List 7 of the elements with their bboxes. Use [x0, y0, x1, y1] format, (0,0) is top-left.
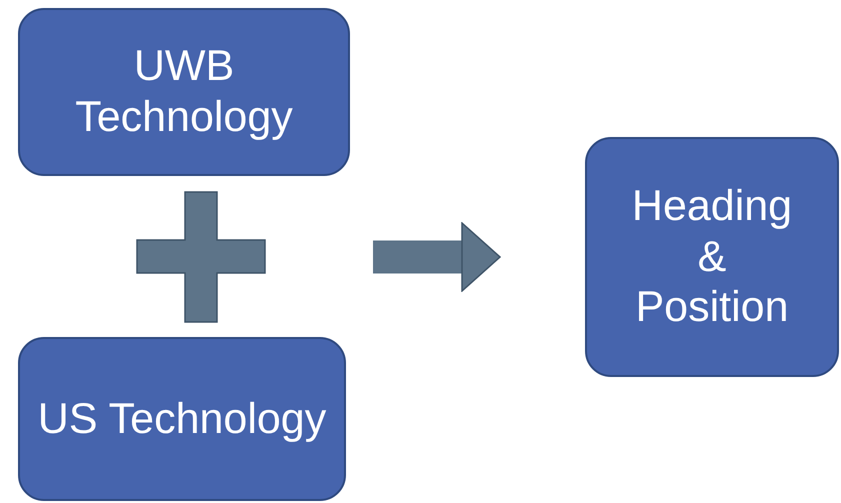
- box-label: US Technology: [36, 394, 328, 444]
- rounded-box: [18, 337, 346, 501]
- box-label: UWB Technology: [74, 41, 294, 143]
- block-arrow: [373, 222, 501, 292]
- rounded-box: [18, 8, 350, 176]
- box-label: Heading & Position: [630, 180, 794, 334]
- rounded-box: [585, 137, 839, 377]
